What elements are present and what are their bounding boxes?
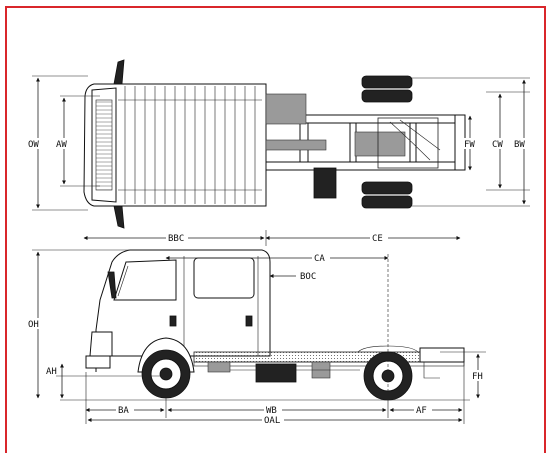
roof-ribs [118, 86, 262, 204]
fuel-tank-top [313, 167, 337, 199]
front-window [113, 259, 177, 301]
front-wheel [141, 349, 191, 399]
label-aw: AW [56, 140, 67, 150]
label-boc: BOC [300, 272, 316, 282]
label-ca: CA [314, 254, 325, 264]
rear-window [193, 257, 255, 299]
label-ba: BA [118, 406, 129, 416]
mirror-left [113, 59, 125, 85]
side-mirror [107, 271, 117, 299]
rear-door-handle [245, 315, 253, 327]
mirror-right [113, 205, 125, 229]
front-bumper [85, 355, 111, 369]
label-fh: FH [472, 372, 483, 382]
fuel-tank-side [255, 363, 297, 383]
rear-wheels-top [361, 75, 413, 209]
label-oal: OAL [264, 416, 280, 426]
label-af: AF [416, 406, 427, 416]
top-view: OW AW FW CW BW BBC CE [28, 59, 534, 246]
label-ow: OW [28, 140, 39, 150]
windshield-area [95, 99, 113, 191]
driveshaft [265, 139, 327, 151]
label-cw: CW [492, 140, 503, 150]
label-ce: CE [372, 234, 383, 244]
label-ah: AH [46, 367, 57, 377]
label-fw: FW [464, 140, 475, 150]
axle-housing [354, 131, 406, 157]
label-bbc: BBC [168, 234, 184, 244]
red-frame-border [5, 6, 546, 453]
chassis-frame [265, 93, 466, 199]
label-wb: WB [266, 406, 277, 416]
label-bw: BW [514, 140, 525, 150]
label-oh: OH [28, 320, 39, 330]
front-door-handle [169, 315, 177, 327]
engine-component [265, 93, 307, 125]
side-view: CA BOC OH AH FH BA WB AF OAL [26, 249, 488, 426]
